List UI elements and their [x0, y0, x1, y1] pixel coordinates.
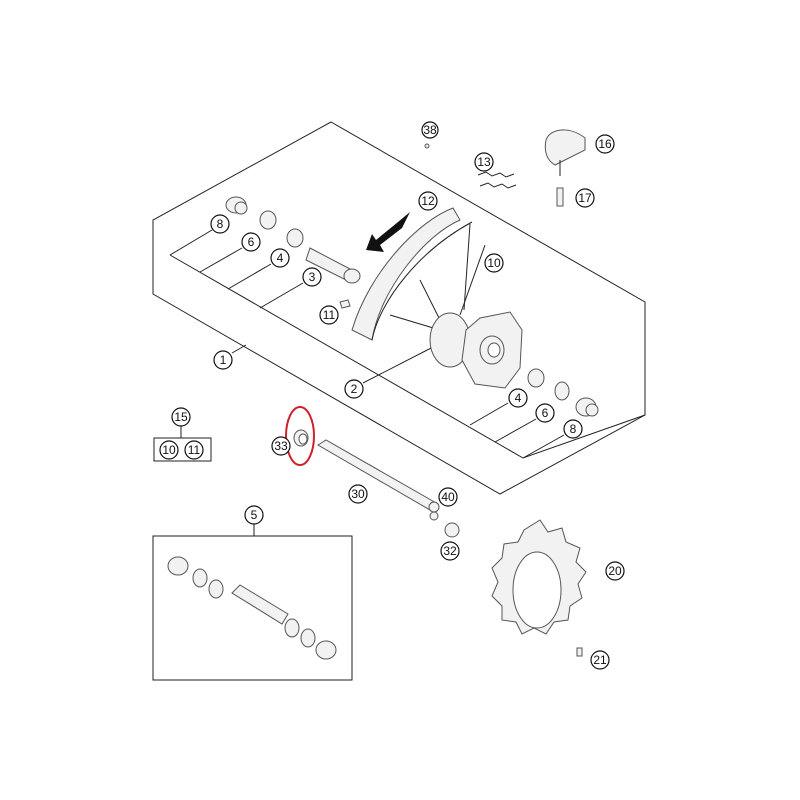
kit-5-parts	[167, 556, 337, 660]
callout-3: 3	[302, 267, 322, 287]
callout-16: 16	[595, 134, 615, 154]
callout-15-10: 10	[159, 440, 179, 460]
svg-text:4: 4	[515, 391, 522, 405]
tube-16	[544, 129, 586, 176]
assembly-box-1	[152, 121, 646, 495]
bearing-4-left	[286, 228, 304, 248]
callout-4-right: 4	[508, 388, 528, 408]
callout-15: 15	[171, 407, 191, 427]
callout-6-left: 6	[241, 232, 261, 252]
bushing-8-left	[225, 196, 248, 215]
svg-text:38: 38	[423, 123, 437, 137]
washer-40	[429, 511, 439, 521]
callout-4-left: 4	[270, 248, 290, 268]
brake-disc-20	[491, 519, 587, 635]
hub-2	[429, 311, 523, 389]
nut-32	[444, 522, 460, 538]
callout-32: 32	[440, 541, 460, 561]
callout-33: 33	[271, 436, 291, 456]
callout-2: 2	[344, 379, 364, 399]
bushing-8-right	[575, 397, 599, 417]
seal-6-left	[259, 210, 277, 230]
svg-text:6: 6	[248, 235, 255, 249]
svg-text:10: 10	[162, 443, 176, 457]
svg-text:11: 11	[323, 308, 336, 322]
svg-text:13: 13	[477, 155, 491, 169]
seal-6-right	[554, 381, 570, 401]
callout-21: 21	[590, 650, 610, 670]
svg-text:5: 5	[251, 508, 258, 522]
callout-13: 13	[474, 152, 494, 172]
callout-10: 10	[484, 253, 504, 273]
callout-5: 5	[244, 505, 264, 525]
svg-text:6: 6	[542, 406, 549, 420]
svg-text:32: 32	[443, 544, 457, 558]
rotation-arrow	[366, 212, 410, 252]
callout-6-right: 6	[535, 403, 555, 423]
callout-40: 40	[438, 487, 458, 507]
svg-text:33: 33	[274, 439, 288, 453]
callout-8-left: 8	[210, 214, 230, 234]
callout-38: 38	[421, 121, 439, 139]
svg-text:1: 1	[220, 353, 227, 367]
callout-12: 12	[418, 191, 438, 211]
screw-21	[576, 647, 583, 657]
svg-text:11: 11	[188, 443, 201, 457]
spokes-10	[389, 223, 486, 331]
svg-text:40: 40	[441, 490, 455, 504]
callout-1: 1	[213, 350, 233, 370]
svg-text:15: 15	[174, 410, 188, 424]
callout-17: 17	[575, 188, 595, 208]
kit-box-15	[153, 437, 212, 462]
axle-30	[317, 439, 440, 513]
kit-box-5	[152, 535, 353, 681]
callout-8-right: 8	[563, 419, 583, 439]
svg-text:12: 12	[421, 194, 435, 208]
svg-text:30: 30	[351, 487, 365, 501]
callout-30: 30	[348, 484, 368, 504]
part-38	[424, 143, 430, 149]
spacer-3	[305, 247, 361, 284]
svg-text:8: 8	[570, 422, 577, 436]
callout-11: 11	[319, 305, 339, 325]
bearing-4-right	[527, 368, 545, 388]
svg-text:10: 10	[487, 256, 501, 270]
nipple-11	[339, 299, 351, 309]
leader-lines	[169, 229, 565, 536]
svg-text:20: 20	[608, 564, 622, 578]
valve-17	[556, 187, 564, 207]
svg-text:4: 4	[277, 251, 284, 265]
rim-12	[351, 207, 473, 341]
highlight-ellipse	[285, 406, 315, 466]
svg-text:3: 3	[309, 270, 316, 284]
spacer-33	[293, 429, 309, 447]
callout-15-11: 11	[184, 440, 204, 460]
svg-text:2: 2	[351, 382, 358, 396]
svg-text:17: 17	[578, 191, 592, 205]
svg-text:16: 16	[598, 137, 612, 151]
svg-text:8: 8	[217, 217, 224, 231]
rim-tape-13	[477, 171, 517, 189]
svg-text:21: 21	[593, 653, 607, 667]
callout-20: 20	[605, 561, 625, 581]
